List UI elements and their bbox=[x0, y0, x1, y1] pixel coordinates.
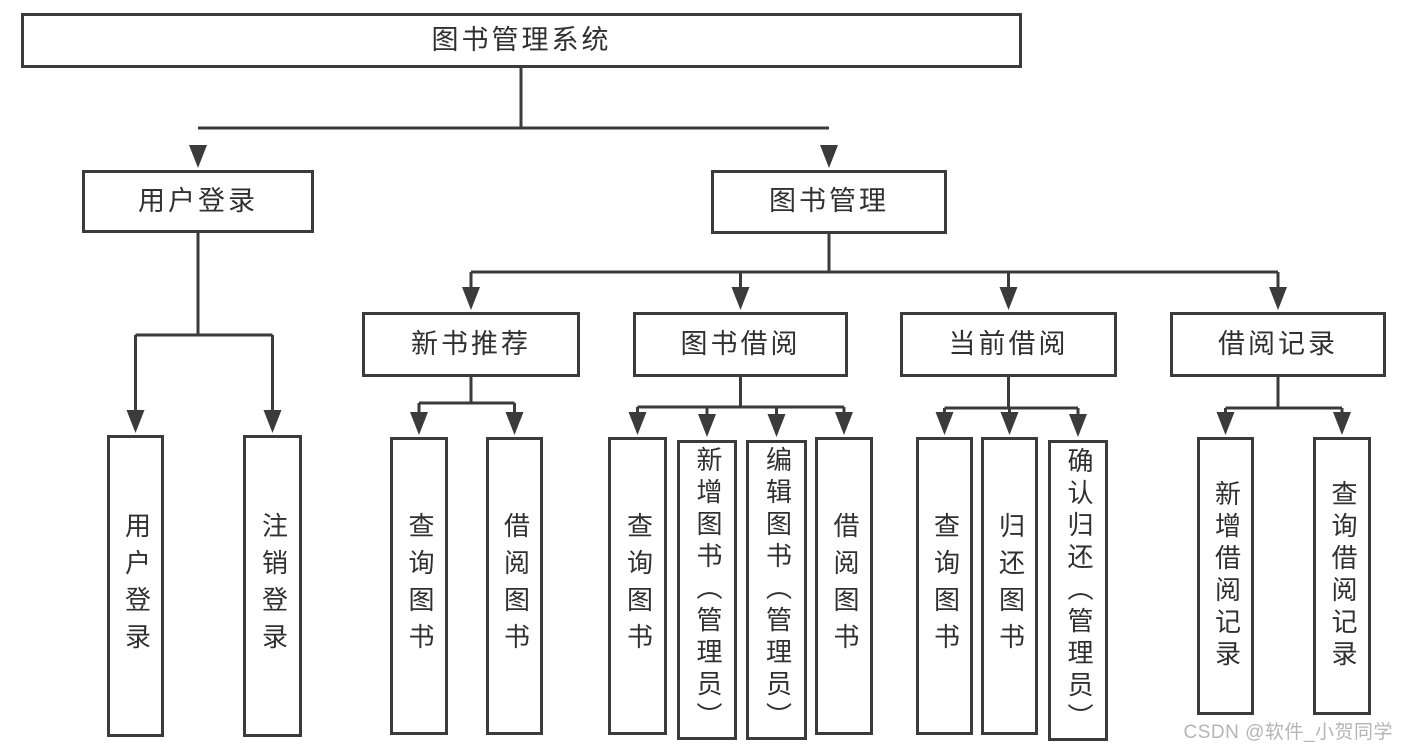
group-book-borrow: 图书借阅 bbox=[633, 312, 848, 377]
leaf-borrow-edit-books-admin: 编辑图书（管理员） bbox=[746, 440, 807, 740]
arrowhead bbox=[263, 410, 282, 433]
arrowhead bbox=[820, 145, 838, 168]
leaf-records-query-record: 查询借阅记录 bbox=[1313, 437, 1371, 715]
leaf-logout-login: 注销登录 bbox=[243, 435, 302, 737]
leaf-current-query-books: 查询图书 bbox=[916, 437, 973, 735]
leaf-borrow-add-books-admin: 新增图书（管理员） bbox=[677, 440, 737, 740]
group-new-book-recommend: 新书推荐 bbox=[362, 312, 580, 377]
arrowhead bbox=[126, 410, 145, 433]
leaf-current-return-books: 归还图书 bbox=[981, 437, 1038, 735]
arrowhead bbox=[410, 412, 428, 435]
arrowhead bbox=[1269, 287, 1287, 310]
arrowhead bbox=[698, 414, 716, 437]
arrowhead bbox=[462, 287, 480, 310]
arrowhead bbox=[628, 412, 647, 435]
arrowhead bbox=[1333, 412, 1351, 435]
connector-userlogin-to-leaves bbox=[134, 233, 274, 414]
connector-borrow-to-leaves bbox=[636, 377, 846, 418]
leaf-newrec-query-books: 查询图书 bbox=[390, 437, 448, 735]
csdn-watermark: CSDN @软件_小贺同学 bbox=[1183, 722, 1393, 743]
group-current-borrow: 当前借阅 bbox=[900, 312, 1117, 377]
connector-newbook-to-leaves bbox=[417, 377, 516, 416]
leaf-records-add-record: 新增借阅记录 bbox=[1197, 437, 1254, 715]
arrowhead bbox=[935, 412, 954, 435]
leaf-borrow-query-books: 查询图书 bbox=[608, 437, 667, 735]
branch-book-management: 图书管理 bbox=[711, 170, 947, 234]
arrowhead bbox=[1216, 412, 1235, 435]
arrowhead bbox=[1069, 414, 1087, 437]
arrowhead bbox=[999, 287, 1018, 310]
connector-current-to-leaves bbox=[943, 377, 1080, 418]
arrowhead bbox=[505, 412, 524, 435]
connector-records-to-leaves bbox=[1224, 377, 1344, 416]
arrowhead bbox=[835, 412, 853, 435]
arrowhead bbox=[767, 414, 786, 437]
connector-root-to-level2 bbox=[198, 68, 829, 130]
node-root: 图书管理系统 bbox=[21, 13, 1022, 68]
branch-user-login: 用户登录 bbox=[82, 170, 314, 233]
group-borrow-records: 借阅记录 bbox=[1170, 312, 1386, 377]
arrowhead bbox=[1000, 412, 1019, 435]
leaf-user-login: 用户登录 bbox=[107, 435, 164, 737]
connector-bookmgmt-to-level3 bbox=[469, 234, 1280, 291]
arrowhead bbox=[189, 145, 207, 168]
leaf-borrow-borrow-books: 借阅图书 bbox=[815, 437, 873, 735]
leaf-newrec-borrow-books: 借阅图书 bbox=[486, 437, 543, 735]
leaf-current-confirm-return-admin: 确认归还（管理员） bbox=[1048, 440, 1108, 741]
arrowhead bbox=[731, 287, 750, 310]
